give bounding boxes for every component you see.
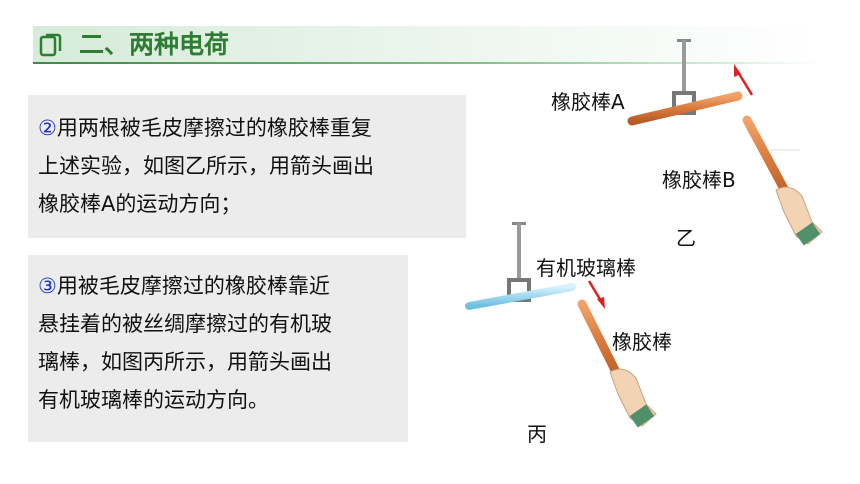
rubber-rod-a (627, 91, 743, 126)
item-3-line-1: ③用被毛皮摩擦过的橡胶棒靠近 (38, 274, 330, 298)
caption-bing: 丙 (527, 422, 547, 446)
label-rubber-rod-a: 橡胶棒A (551, 90, 625, 114)
figure-yi (627, 39, 823, 246)
item-3-line-3: 璃棒，如图丙所示，用箭头画出 (38, 350, 332, 374)
rubber-rod (577, 299, 625, 385)
suspension-stand (672, 39, 696, 115)
item-2-line-2: 上述实验，如图乙所示，用箭头画出 (38, 154, 374, 178)
section-title-bar: 二、两种电荷 (33, 26, 820, 64)
organic-glass-rod (465, 283, 576, 310)
item-3-line-2: 悬挂着的被丝绸摩擦过的有机玻 (38, 312, 332, 336)
rubber-rod-b (742, 115, 795, 205)
arrow-glass-rod (587, 280, 605, 309)
item-2-line-3: 橡胶棒A的运动方向； (38, 192, 242, 216)
question-item-2: ②用两根被毛皮摩擦过的橡胶棒重复 上述实验，如图乙所示，用箭头画出 橡胶棒A的运… (28, 95, 466, 238)
label-organic-glass-rod: 有机玻璃棒 (536, 256, 636, 280)
caption-yi: 乙 (676, 226, 696, 250)
label-rubber-rod-b: 橡胶棒B (662, 168, 736, 192)
question-item-3: ③用被毛皮摩擦过的橡胶棒靠近 悬挂着的被丝绸摩擦过的有机玻 璃棒，如图丙所示，用… (28, 255, 408, 442)
label-rubber-rod: 橡胶棒 (612, 330, 672, 354)
copy-pages-icon (39, 33, 62, 57)
arrow-rod-a (734, 64, 754, 96)
suspension-stand-2 (507, 222, 531, 302)
section-title: 二、两种电荷 (79, 30, 230, 59)
item-2-number: ② (38, 116, 57, 140)
hand-bing (609, 368, 657, 428)
figure-bing (465, 222, 657, 428)
item-3-line-4: 有机玻璃棒的运动方向。 (38, 388, 269, 412)
hand-b (770, 149, 823, 246)
item-3-number: ③ (38, 274, 57, 298)
item-2-line-1: ②用两根被毛皮摩擦过的橡胶棒重复 (38, 116, 372, 140)
